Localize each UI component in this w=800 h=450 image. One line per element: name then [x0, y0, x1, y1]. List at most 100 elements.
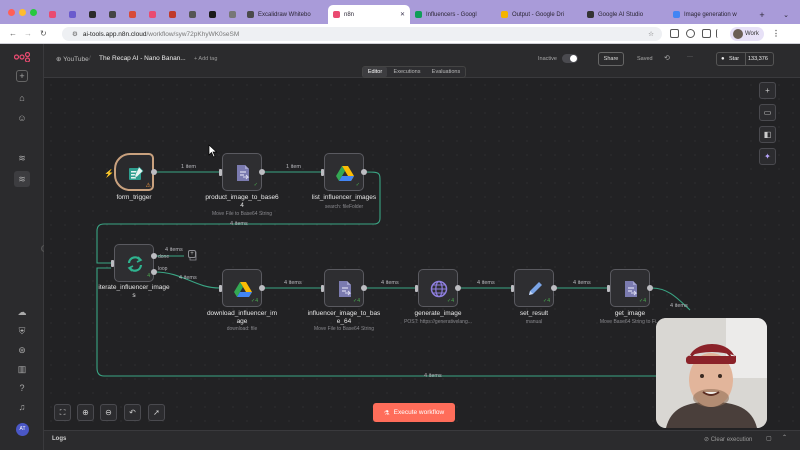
undo-icon[interactable]: ↶: [124, 404, 141, 421]
node-set-result[interactable]: ✓4: [514, 269, 554, 307]
workflow-canvas[interactable]: 1 item 1 item 4 items 4 items done loop …: [44, 78, 800, 430]
tab-executions[interactable]: Executions: [393, 69, 421, 75]
minimize-window-button[interactable]: [19, 9, 26, 16]
node-list-influencer-images[interactable]: ✓: [324, 153, 364, 191]
history-icon[interactable]: ⟲: [664, 55, 670, 62]
input-port[interactable]: [321, 169, 324, 176]
home-icon[interactable]: ⌂: [19, 93, 25, 103]
tab-image-generation[interactable]: Image generation w: [668, 5, 754, 24]
input-port[interactable]: [415, 285, 418, 292]
input-port[interactable]: [111, 260, 114, 267]
output-port[interactable]: [259, 169, 265, 175]
zoom-window-button[interactable]: [30, 9, 37, 16]
select-pointer-icon[interactable]: ➚: [148, 404, 165, 421]
node-form-trigger[interactable]: ⚠: [114, 153, 154, 191]
extensions-puzzle-icon[interactable]: [702, 29, 711, 38]
help-icon[interactable]: ?: [19, 383, 25, 393]
active-toggle[interactable]: [562, 54, 578, 63]
done-output-port[interactable]: [151, 253, 157, 259]
output-port[interactable]: [361, 169, 367, 175]
node-get-image[interactable]: ✓4: [610, 269, 650, 307]
close-tab-icon[interactable]: ✕: [399, 12, 405, 18]
zoom-to-fit-icon[interactable]: ⛶: [54, 404, 71, 421]
extension-icon[interactable]: [686, 29, 695, 38]
forward-arrow-icon[interactable]: →: [24, 29, 32, 38]
pinned-tab[interactable]: [222, 5, 242, 24]
tab-google-drive[interactable]: Output - Google Dri: [496, 5, 582, 24]
reload-icon[interactable]: ↻: [40, 29, 47, 38]
close-window-button[interactable]: [8, 9, 15, 16]
workflow-name[interactable]: The Recap AI - Nano Banan...: [99, 55, 186, 62]
pinned-tab[interactable]: [162, 5, 182, 24]
user-icon[interactable]: ☺: [17, 113, 27, 123]
execute-workflow-button[interactable]: ⚗Execute workflow: [373, 403, 455, 422]
n8n-logo-icon[interactable]: [14, 52, 30, 62]
tab-evaluations[interactable]: Evaluations: [431, 69, 461, 75]
input-port[interactable]: [511, 285, 514, 292]
node-generate-image[interactable]: ✓4: [418, 269, 458, 307]
user-avatar[interactable]: AT: [16, 423, 29, 436]
admin-shield-icon[interactable]: ⛨: [18, 326, 26, 336]
tab-n8n[interactable]: n8n✕: [328, 5, 410, 24]
tab-ai-studio[interactable]: Google AI Studio: [582, 5, 668, 24]
output-port[interactable]: [455, 285, 461, 291]
loop-output-port[interactable]: [151, 269, 157, 275]
browser-menu-icon[interactable]: ⋮: [772, 29, 780, 38]
logs-bar[interactable]: Logs ⊘ Clear execution ▢ ⌃: [44, 430, 800, 450]
pinned-tab[interactable]: [182, 5, 202, 24]
back-arrow-icon[interactable]: ←: [9, 29, 17, 38]
zoom-in-icon[interactable]: ⊕: [77, 404, 94, 421]
projects-layers-icon[interactable]: ≋: [18, 153, 26, 163]
share-button[interactable]: Share: [598, 52, 624, 66]
node-influencer-image-to-base-64[interactable]: ✓4: [324, 269, 364, 307]
input-port[interactable]: [219, 169, 222, 176]
pinned-tab[interactable]: [62, 5, 82, 24]
ai-assistant-sparkle-icon[interactable]: ✦: [759, 148, 776, 165]
create-plus-icon[interactable]: +: [16, 70, 28, 82]
output-port[interactable]: [361, 285, 367, 291]
node-iterate-influencer-images[interactable]: 4: [114, 244, 154, 282]
expand-logs-icon[interactable]: ▢: [766, 436, 772, 442]
variables-icon[interactable]: ⊛: [18, 345, 26, 355]
bookmark-star-icon[interactable]: ☆: [648, 31, 654, 38]
address-bar[interactable]: ⚙ ai-tools.app.n8n.cloud/workflow/syw72p…: [62, 27, 662, 41]
project-breadcrumb[interactable]: ⊕ YouTube: [56, 55, 89, 63]
insights-chart-icon[interactable]: ▥: [17, 364, 27, 374]
output-port[interactable]: [647, 285, 653, 291]
pinned-tab[interactable]: [102, 5, 122, 24]
pinned-tab[interactable]: [122, 5, 142, 24]
sticky-note-icon[interactable]: ▭: [759, 104, 776, 121]
panel-toggle-icon[interactable]: ◧: [759, 126, 776, 143]
logs-chevron-icon[interactable]: ⌃: [782, 435, 788, 441]
new-tab-button[interactable]: +: [759, 9, 765, 20]
zoom-out-icon[interactable]: ⊖: [100, 404, 117, 421]
add-tag-button[interactable]: + Add tag: [194, 56, 218, 62]
pinned-tab[interactable]: [82, 5, 102, 24]
output-port[interactable]: [551, 285, 557, 291]
pinned-tab[interactable]: [142, 5, 162, 24]
tab-editor[interactable]: Editor: [363, 67, 387, 77]
site-info-icon[interactable]: ⚙: [72, 31, 78, 38]
project-layers-icon-active[interactable]: ≋: [14, 171, 30, 187]
input-port[interactable]: [219, 285, 222, 292]
input-port[interactable]: [321, 285, 324, 292]
node-download-influencer-image[interactable]: ✓4: [222, 269, 262, 307]
notifications-bell-icon[interactable]: ♫: [18, 402, 26, 412]
cloud-icon[interactable]: ☁: [17, 307, 27, 317]
tab-influencers-sheet[interactable]: Influencers - Googl: [410, 5, 496, 24]
pinned-tab[interactable]: [202, 5, 222, 24]
tab-excalidraw[interactable]: Excalidraw Whitebo: [242, 5, 328, 24]
profile-button[interactable]: Work: [730, 27, 764, 41]
github-star-button[interactable]: ● Star 133,376: [716, 52, 774, 66]
extension-icon[interactable]: [670, 29, 679, 38]
clear-execution-button[interactable]: ⊘ Clear execution: [704, 436, 752, 443]
output-port[interactable]: [259, 285, 265, 291]
add-node-plus-icon[interactable]: +: [188, 250, 196, 258]
node-product-image-to-base64[interactable]: ✓: [222, 153, 262, 191]
add-node-button[interactable]: +: [759, 82, 776, 99]
tab-list-chevron-icon[interactable]: ⌄: [783, 11, 789, 19]
pinned-tab[interactable]: [42, 5, 62, 24]
more-options-button[interactable]: ···: [687, 54, 693, 60]
output-port[interactable]: [151, 169, 157, 175]
input-port[interactable]: [607, 285, 610, 292]
